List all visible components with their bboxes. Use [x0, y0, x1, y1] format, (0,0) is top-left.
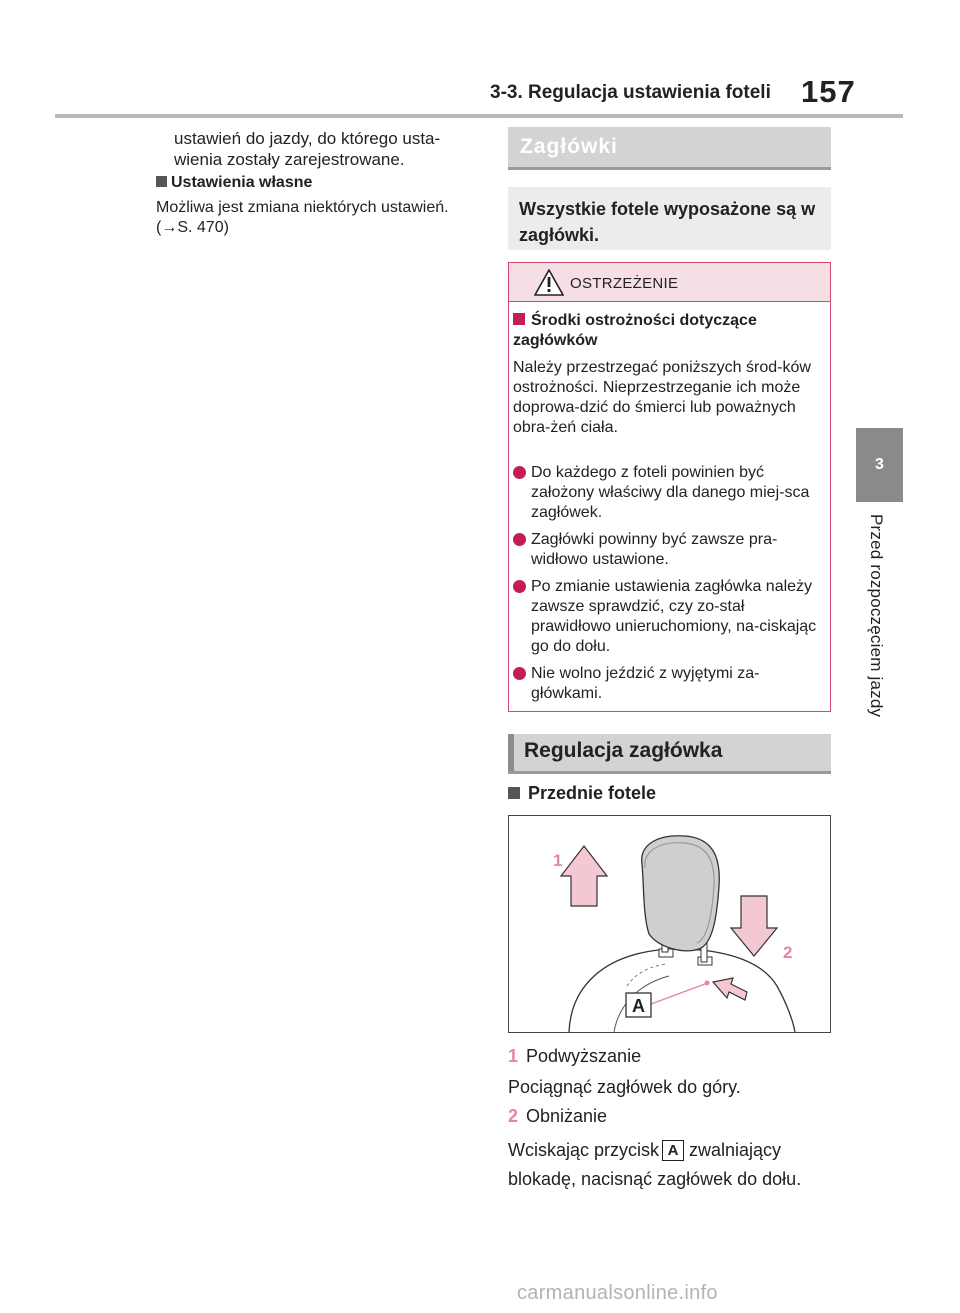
bullet-dot-icon [513, 466, 526, 479]
bullet-dot-icon [513, 667, 526, 680]
step-2-title: 2 Obniżanie [508, 1106, 607, 1127]
warning-list: Do każdego z foteli powinien być założon… [513, 463, 828, 711]
step-1-description: Pociągnąć zagłówek do góry. [508, 1077, 741, 1097]
square-bullet-icon [513, 313, 525, 325]
watermark: carmanualsonline.info [517, 1282, 718, 1304]
button-a-label: A [662, 1140, 685, 1161]
warning-subheading: Środki ostrożności dotyczące zagłówków [513, 311, 823, 351]
warning-triangle-icon [534, 269, 564, 296]
headrest-drawing: A 1 2 [553, 835, 796, 1032]
list-item: Nie wolno jeździć z wyjętymi za-główkami… [513, 664, 828, 704]
step-2-title-text: Obniżanie [526, 1106, 608, 1126]
own-settings-heading: Ustawienia własne [156, 174, 312, 192]
step-2-desc-after: zwalniający blokadę, nacisnąć zagłówek d… [508, 1140, 802, 1189]
headrests-banner-title: Zagłówki [520, 135, 618, 158]
list-item-text: Po zmianie ustawienia zagłówka należy za… [531, 578, 817, 655]
headrests-intro-box: Wszystkie fotele wyposażone są w zagłówk… [508, 187, 831, 250]
warning-title: OSTRZEŻENIE [570, 275, 679, 292]
warning-subheading-text: Środki ostrożności dotyczące zagłówków [513, 312, 757, 349]
list-item-text: Nie wolno jeździć z wyjętymi za-główkami… [531, 665, 760, 702]
adjustment-banner-title: Regulacja zagłówka [524, 739, 723, 762]
step-1-number: 1 [508, 1046, 519, 1066]
front-seats-heading-text: Przednie fotele [528, 783, 657, 803]
warning-header: OSTRZEŻENIE [509, 263, 830, 302]
headrest-illustration: A 1 2 [508, 815, 831, 1033]
warning-box: OSTRZEŻENIE Środki ostrożności dotyczące… [508, 262, 831, 712]
bullet-dot-icon [513, 580, 526, 593]
front-seats-heading: Przednie fotele [508, 783, 656, 804]
list-item-text: Do każdego z foteli powinien być założon… [531, 464, 810, 521]
own-settings-heading-text: Ustawienia własne [171, 174, 313, 191]
list-item: Zagłówki powinny być zawsze pra-widłowo … [513, 530, 828, 570]
page-number: 157 [801, 74, 856, 109]
figure-label-1: 1 [553, 851, 562, 870]
bullet-dot-icon [513, 533, 526, 546]
step-1-title-text: Podwyższanie [526, 1046, 642, 1066]
figure-label-2: 2 [783, 943, 792, 962]
list-item-text: Zagłówki powinny być zawsze pra-widłowo … [531, 531, 778, 568]
chapter-number: 3 [875, 456, 884, 473]
step-2-desc-before: Wciskając przycisk [508, 1140, 660, 1160]
own-settings-paragraph: Możliwa jest zmiana niektórych ustawień.… [156, 198, 486, 238]
chapter-tab [856, 428, 903, 502]
list-item: Po zmianie ustawienia zagłówka należy za… [513, 577, 828, 657]
continued-paragraph: ustawień do jazdy, do którego usta-wieni… [174, 129, 441, 169]
own-settings-text: Możliwa jest zmiana niektórych ustawień. [156, 199, 449, 216]
adjustment-banner: Regulacja zagłówka [508, 734, 831, 771]
square-bullet-icon [156, 176, 167, 187]
headrests-banner: Zagłówki [508, 127, 831, 167]
warning-intro: Należy przestrzegać poniższych środ-ków … [513, 359, 811, 436]
page-reference-link[interactable]: (→S. 470) [156, 219, 229, 236]
list-item: Do każdego z foteli powinien być założon… [513, 463, 828, 523]
section-title: 3-3. Regulacja ustawienia foteli [490, 82, 771, 103]
square-bullet-icon [508, 787, 520, 799]
chapter-title: Przed rozpoczęciem jazdy [867, 514, 886, 718]
figure-label-a: A [632, 996, 645, 1016]
header-divider [55, 114, 903, 118]
banner-underline [508, 771, 831, 774]
banner-underline [508, 167, 831, 170]
step-2-number: 2 [508, 1106, 519, 1126]
step-1-title: 1 Podwyższanie [508, 1046, 641, 1067]
headrests-intro-text: Wszystkie fotele wyposażone są w zagłówk… [519, 199, 816, 245]
